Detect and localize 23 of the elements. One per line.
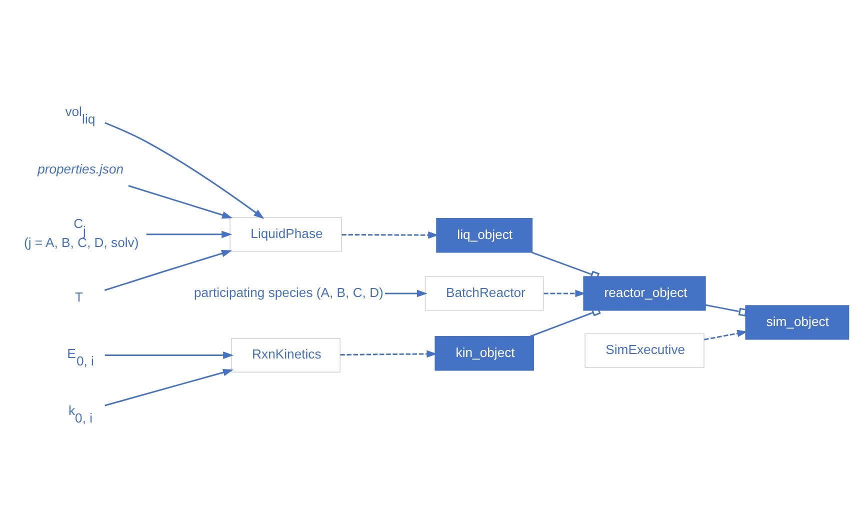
arrow [128, 184, 233, 218]
node-text: properties.json [38, 160, 124, 176]
node-box: LiquidPhase [230, 216, 342, 252]
arrow [340, 350, 438, 358]
node-text: T [75, 289, 84, 304]
arrow [104, 368, 234, 406]
arrow [104, 249, 232, 290]
connector [705, 304, 748, 316]
arrow [385, 289, 428, 297]
node-box: kin_object [434, 336, 534, 370]
node-box: RxnKinetics [231, 337, 341, 372]
arrow [704, 329, 748, 340]
arrow [342, 230, 439, 238]
arrow [544, 289, 586, 297]
node-box: liq_object [436, 218, 533, 252]
arrow [146, 230, 232, 238]
node-box: BatchReactor [424, 276, 544, 310]
arrow [104, 122, 264, 218]
node-box: SimExecutive [584, 332, 704, 368]
node-text: participating species (A, B, C, D) [194, 284, 384, 300]
node-box: sim_object [745, 304, 850, 340]
arrow [104, 351, 234, 358]
node-box: reactor_object [583, 276, 706, 310]
